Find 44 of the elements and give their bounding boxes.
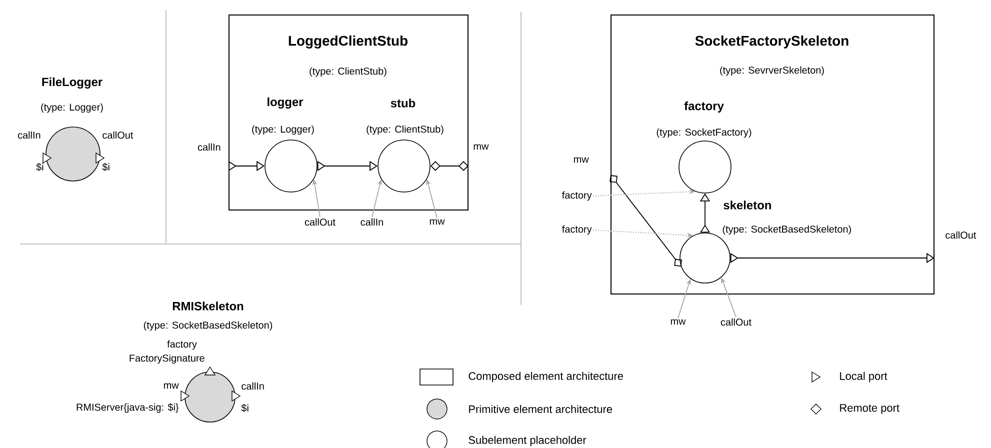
leader-line xyxy=(730,252,934,264)
element-title: stub xyxy=(390,98,416,108)
port-label: mw xyxy=(670,319,686,325)
port-label: callIn xyxy=(198,143,220,151)
port-label: $i xyxy=(102,162,110,172)
type-label: (type: SevrverSkeleton) xyxy=(720,66,824,76)
legend-label: Primitive element architecture xyxy=(469,404,612,414)
element-title: FileLogger xyxy=(42,77,102,89)
element-title: SocketFactorySkeleton xyxy=(695,36,848,48)
port-connector xyxy=(610,175,682,267)
port-label: mw xyxy=(430,219,445,225)
port-label: $i xyxy=(36,162,44,172)
port-label: callOut xyxy=(304,218,336,226)
port-label: $i xyxy=(241,404,248,412)
port-label: mw xyxy=(474,144,489,150)
port-label: factory xyxy=(562,225,592,235)
type-label: (type: SocketFactory) xyxy=(656,128,752,138)
legend-label: Subelement placeholder xyxy=(468,436,586,446)
type-label: (type: ClientStub) xyxy=(366,125,444,135)
port-label: factory xyxy=(562,191,592,201)
legend-label: Local port xyxy=(840,372,888,382)
port-label: callOut xyxy=(102,131,134,139)
type-label: (type: SocketBasedSkeleton) xyxy=(144,321,272,331)
port-label: callIn xyxy=(18,131,40,139)
port-label: mw xyxy=(164,383,179,389)
port-label: callIn xyxy=(242,382,264,390)
legend-label: Remote port xyxy=(840,404,900,414)
port-label: FactorySignature xyxy=(130,354,204,364)
element-title: logger xyxy=(268,97,304,109)
port-label: factory xyxy=(167,340,197,350)
type-label: (type: Logger) xyxy=(41,103,103,113)
port-label: callIn xyxy=(360,218,383,226)
element-title: LoggedClientStub xyxy=(288,35,408,49)
element-title: RMISkeleton xyxy=(172,302,244,310)
port-label: mw xyxy=(574,157,589,163)
type-label: (type: ClientStub) xyxy=(310,67,386,77)
port-label: RMIServer{java-sig: $i} xyxy=(76,403,179,413)
element-title: skeleton xyxy=(724,200,771,210)
legend-label: Composed element architecture xyxy=(468,372,624,382)
element-title: factory xyxy=(684,101,724,113)
port-label: callOut xyxy=(720,318,752,326)
type-label: (type: SocketBasedSkeleton) xyxy=(722,225,851,235)
type-label: (type: Logger) xyxy=(252,125,314,135)
port-label: callOut xyxy=(946,231,976,239)
